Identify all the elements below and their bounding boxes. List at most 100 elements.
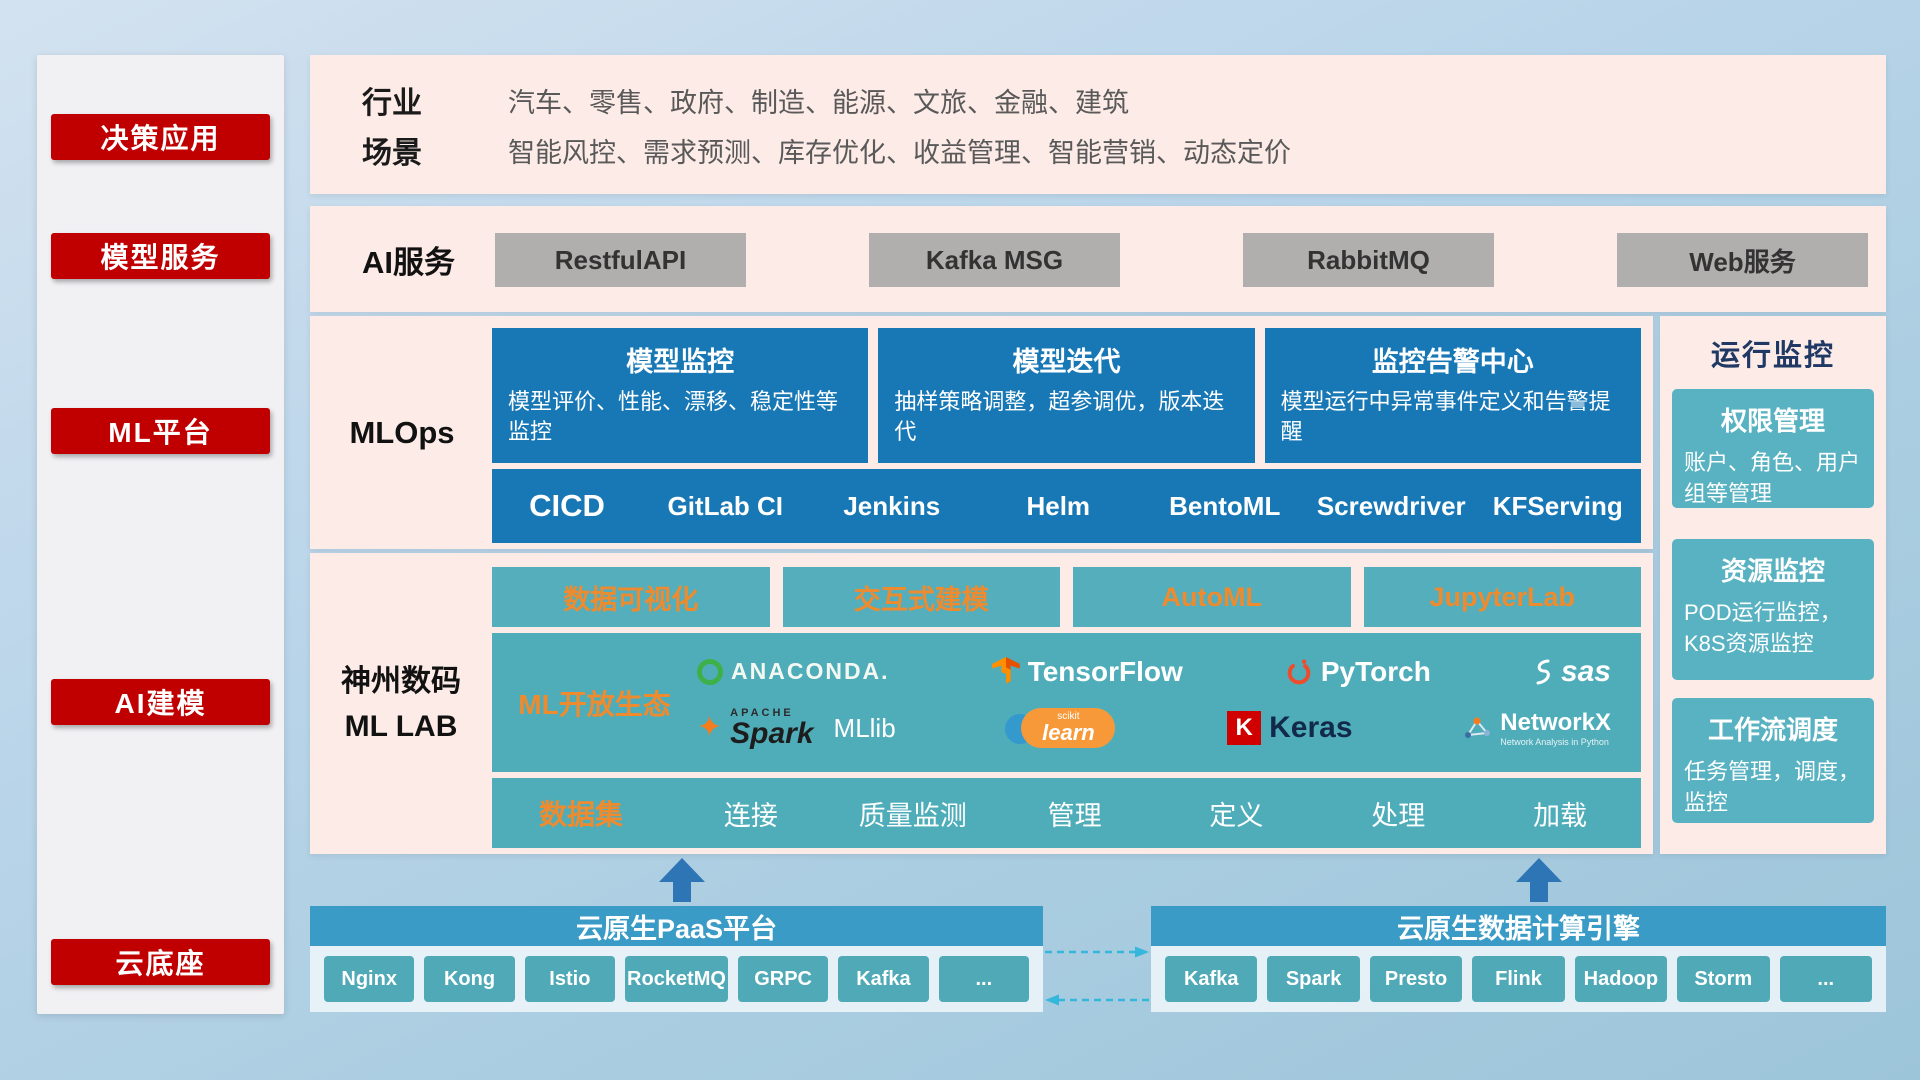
learn-text: learn	[1042, 720, 1095, 746]
ecosystem-logo-rows: ANACONDA. TensorFlow	[697, 633, 1641, 772]
arrow-stem	[673, 882, 691, 902]
keras-icon: K	[1227, 711, 1262, 746]
networkx-subtitle: Network Analysis in Python	[1500, 736, 1609, 747]
chip-kong[interactable]: Kong	[424, 956, 515, 1002]
mlops-cards: 模型监控 模型评价、性能、漂移、稳定性等监控 模型迭代 抽样策略调整，超参调优，…	[492, 328, 1641, 463]
scenario-text: 智能风控、需求预测、库存优化、收益管理、智能营销、动态定价	[508, 137, 1291, 168]
data-engine-chip-strip: Kafka Spark Presto Flink Hadoop Storm ..…	[1151, 946, 1886, 1012]
mlops-label: MLOps	[349, 414, 455, 450]
chip-istio[interactable]: Istio	[524, 956, 616, 1002]
ml-lab-band: 神州数码 ML LAB 数据可视化 交互式建模 AutoML JupyterLa…	[310, 553, 1653, 854]
service-button-restfulapi[interactable]: RestfulAPI	[495, 233, 746, 287]
networkx-icon	[1465, 717, 1491, 739]
cicd-tool-gitlab-ci: GitLab CI	[667, 490, 784, 521]
industry-label: 行业	[362, 87, 422, 120]
chip-presto[interactable]: Presto	[1369, 956, 1463, 1002]
dataset-item-quality-monitoring: 质量监测	[858, 800, 967, 831]
card-desc: POD运行监控，K8S资源监控	[1684, 600, 1842, 656]
card-desc: 抽样策略调整，超参调优，版本迭代	[894, 389, 1225, 444]
card-desc: 模型评价、性能、漂移、稳定性等监控	[508, 389, 839, 444]
chip-kafka[interactable]: Kafka	[1165, 956, 1258, 1002]
dataset-item-process: 处理	[1371, 800, 1426, 831]
chip-more[interactable]: ...	[1779, 956, 1872, 1002]
cicd-tool-jenkins: Jenkins	[843, 490, 941, 521]
sidebar-item-model-service[interactable]: 模型服务	[51, 233, 270, 279]
spark-name-text: Spark	[730, 716, 814, 750]
keras-logo: K Keras	[1227, 711, 1353, 746]
sidebar-item-cloud-base[interactable]: 云底座	[51, 939, 270, 985]
chip-nginx[interactable]: Nginx	[324, 956, 415, 1002]
card-workflow-scheduling: 工作流调度 任务管理，调度，监控	[1672, 698, 1874, 823]
industry-row: 行业 汽车、零售、政府、制造、能源、文旅、金融、建筑	[362, 75, 1886, 125]
sidebar-item-decision-application[interactable]: 决策应用	[51, 114, 270, 160]
chip-storm[interactable]: Storm	[1677, 956, 1770, 1002]
pytorch-logo: PyTorch	[1285, 656, 1431, 688]
service-button-rabbitmq[interactable]: RabbitMQ	[1243, 233, 1494, 287]
paas-chip-strip: Nginx Kong Istio RocketMQ GRPC Kafka ...	[310, 946, 1043, 1012]
scikit-learn-blob: scikit learn	[1021, 708, 1116, 749]
ecosystem-logo-row-1: ANACONDA. TensorFlow	[697, 655, 1611, 689]
card-title: 工作流调度	[1707, 715, 1838, 745]
sidebar-item-ai-modeling[interactable]: AI建模	[51, 679, 270, 725]
mlops-band: MLOps 模型监控 模型评价、性能、漂移、稳定性等监控 模型迭代 抽样策略调整…	[310, 316, 1653, 549]
chip-hadoop[interactable]: Hadoop	[1574, 956, 1668, 1002]
sas-icon	[1536, 659, 1550, 685]
chip-rocketmq[interactable]: RocketMQ	[625, 956, 728, 1002]
anaconda-text: ANACONDA.	[731, 658, 890, 685]
feature-button-data-visualization[interactable]: 数据可视化	[492, 567, 770, 627]
spark-mllib-logo: ✦ APACHE Spark MLlib	[697, 706, 896, 750]
cicd-tool-kfserving: KFServing	[1492, 490, 1623, 521]
networkx-name: NetworkX	[1500, 709, 1611, 737]
ai-service-band: AI服务 RestfulAPI Kafka MSG RabbitMQ Web服务	[310, 206, 1886, 312]
data-engine-header: 云原生数据计算引擎	[1151, 906, 1886, 946]
arrow-head	[659, 858, 705, 882]
chip-kafka[interactable]: Kafka	[838, 956, 929, 1002]
scikit-text: scikit	[1057, 711, 1080, 723]
anaconda-icon	[697, 658, 723, 685]
anaconda-logo: ANACONDA.	[697, 658, 890, 685]
card-resource-monitoring: 资源监控 POD运行监控，K8S资源监控	[1672, 539, 1874, 680]
chip-grpc[interactable]: GRPC	[737, 956, 829, 1002]
mllib-text: MLlib	[833, 712, 896, 743]
sas-text: sas	[1560, 654, 1611, 688]
dataset-item-define: 定义	[1209, 800, 1264, 831]
feature-button-automl[interactable]: AutoML	[1073, 567, 1351, 627]
cicd-tool-screwdriver: Screwdriver	[1316, 490, 1466, 521]
dataset-item-connect: 连接	[723, 800, 778, 831]
service-button-web[interactable]: Web服务	[1617, 233, 1868, 287]
arrow-head	[1516, 858, 1562, 882]
service-button-kafka-msg[interactable]: Kafka MSG	[869, 233, 1120, 287]
ml-open-ecosystem-label: ML开放生态	[518, 688, 671, 720]
tensorflow-icon	[991, 656, 1020, 684]
layer-sidebar: 决策应用 模型服务 ML平台 AI建模 云底座	[37, 55, 284, 1014]
card-alert-center: 监控告警中心 模型运行中异常事件定义和告警提醒	[1264, 328, 1641, 463]
feature-button-interactive-modeling[interactable]: 交互式建模	[782, 567, 1060, 627]
chip-spark[interactable]: Spark	[1267, 956, 1360, 1002]
industry-scenario-band: 行业 汽车、零售、政府、制造、能源、文旅、金融、建筑 场景 智能风控、需求预测、…	[310, 55, 1886, 194]
industry-text: 汽车、零售、政府、制造、能源、文旅、金融、建筑	[508, 87, 1129, 118]
dataset-label: 数据集	[539, 799, 624, 830]
scenario-label: 场景	[362, 137, 422, 170]
chip-more[interactable]: ...	[938, 956, 1029, 1002]
arrow-stem	[1530, 882, 1548, 902]
feature-button-jupyterlab[interactable]: JupyterLab	[1363, 567, 1641, 627]
spark-apache-text: APACHE	[730, 706, 794, 719]
cicd-tool-helm: Helm	[1026, 490, 1091, 521]
spark-text: APACHE Spark	[730, 706, 814, 750]
card-title: 监控告警中心	[1371, 347, 1534, 377]
card-desc: 模型运行中异常事件定义和告警提醒	[1280, 389, 1611, 444]
dataset-item-manage: 管理	[1047, 800, 1102, 831]
card-desc: 账户、角色、用户组等管理	[1684, 450, 1861, 506]
ml-lab-label: 神州数码 ML LAB	[310, 553, 492, 854]
paas-platform-header: 云原生PaaS平台	[310, 906, 1043, 946]
up-arrow-icon	[1516, 858, 1562, 904]
card-title: 模型监控	[626, 347, 735, 377]
chip-flink[interactable]: Flink	[1472, 956, 1565, 1002]
sidebar-item-ml-platform[interactable]: ML平台	[51, 408, 270, 454]
card-title: 资源监控	[1720, 556, 1825, 586]
networkx-logo: NetworkX Network Analysis in Python	[1462, 709, 1611, 747]
keras-text: Keras	[1269, 711, 1353, 745]
networkx-text: NetworkX Network Analysis in Python	[1500, 709, 1611, 747]
dataset-item-load: 加载	[1533, 800, 1588, 831]
